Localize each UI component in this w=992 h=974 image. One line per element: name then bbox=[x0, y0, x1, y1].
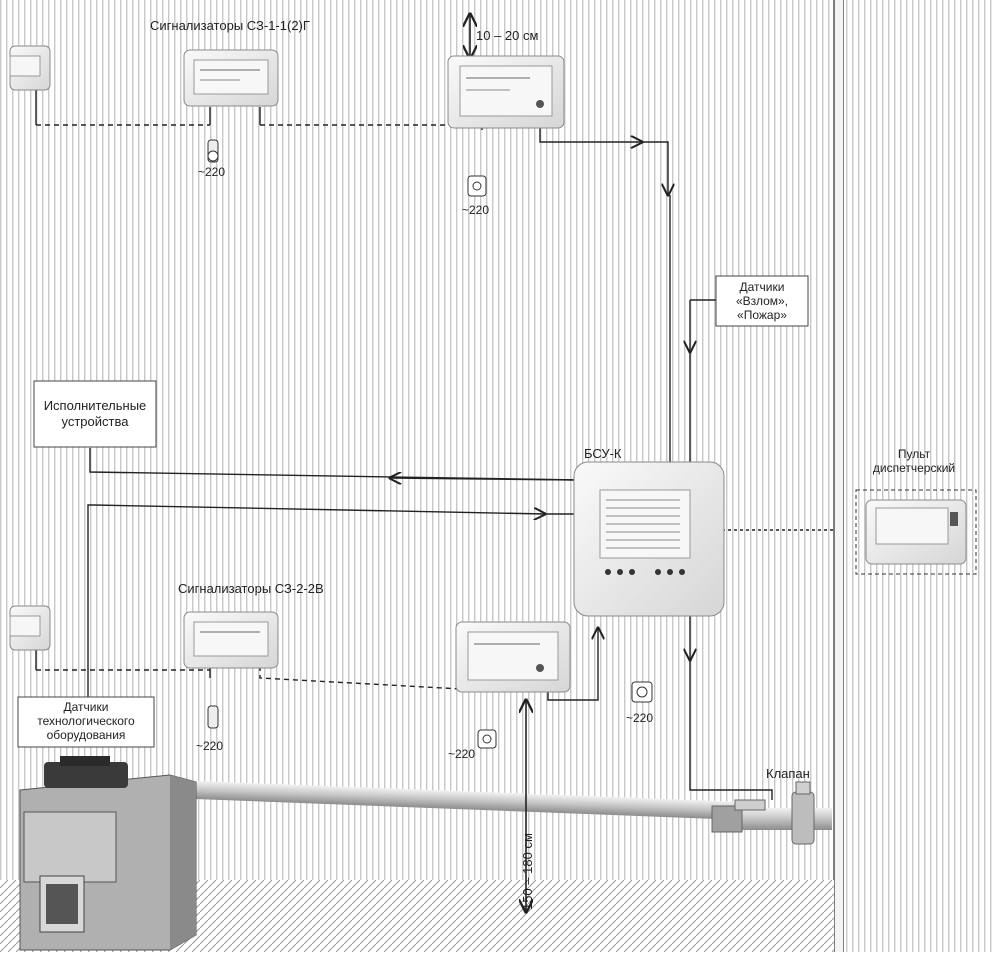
actuators-label-line1: Исполнительные bbox=[44, 398, 147, 413]
actuators-box bbox=[33, 380, 157, 448]
alarm-label-line1: Датчики bbox=[740, 280, 785, 294]
power-label-5: ~220 bbox=[626, 711, 653, 725]
wiring bbox=[35, 88, 834, 800]
lower-detector-2[interactable] bbox=[455, 621, 571, 693]
lower-detector-left-partial[interactable] bbox=[9, 605, 51, 651]
power-label-2: ~220 bbox=[462, 203, 489, 217]
remote-label-line2: диспетчерский bbox=[873, 461, 955, 475]
upper-detector-2[interactable] bbox=[447, 55, 565, 129]
alarm-sensors-box bbox=[715, 275, 809, 327]
lower-detector-1[interactable] bbox=[183, 611, 279, 669]
alarm-label-line3: «Пожар» bbox=[737, 308, 787, 322]
shutoff-valve[interactable] bbox=[734, 781, 815, 845]
process-label-line1: Датчики bbox=[64, 700, 109, 714]
bsu-label: БСУ-К bbox=[584, 446, 622, 461]
boiler bbox=[19, 756, 197, 951]
power-plug-icon bbox=[207, 139, 219, 163]
process-sensors-box bbox=[17, 696, 155, 748]
side-wall bbox=[844, 0, 992, 974]
power-socket-icon bbox=[467, 175, 487, 197]
power-label-1: ~220 bbox=[198, 165, 225, 179]
gap-top-label: 10 – 20 см bbox=[476, 28, 538, 43]
alarm-label-line2: «Взлом», bbox=[736, 294, 788, 308]
dimension-arrows bbox=[470, 14, 526, 912]
actuators-label-line2: устройства bbox=[62, 414, 130, 429]
lower-detectors-label: Сигнализаторы СЗ-2-2В bbox=[178, 581, 324, 596]
bsu-control-unit[interactable] bbox=[573, 461, 725, 617]
upper-detector-left-partial[interactable] bbox=[9, 45, 51, 91]
gap-floor-label: 150 – 180 см bbox=[520, 833, 535, 910]
power-plug-icon bbox=[207, 705, 219, 729]
power-socket-icon bbox=[477, 729, 497, 749]
gas-pipe bbox=[195, 781, 736, 820]
wall-corner bbox=[834, 0, 844, 974]
remote-label-line1: Пульт bbox=[898, 447, 931, 461]
upper-detectors-label: Сигнализаторы СЗ-1-1(2)Г bbox=[150, 18, 310, 33]
process-label-line2: технологического bbox=[37, 714, 135, 728]
upper-detector-1[interactable] bbox=[183, 49, 279, 107]
process-label-line3: оборудования bbox=[47, 728, 126, 742]
power-label-3: ~220 bbox=[196, 739, 223, 753]
power-socket-icon bbox=[631, 681, 653, 703]
power-label-4: ~220 bbox=[448, 747, 475, 761]
dispatcher-panel[interactable] bbox=[855, 489, 977, 575]
valve-label: Клапан bbox=[766, 766, 810, 781]
